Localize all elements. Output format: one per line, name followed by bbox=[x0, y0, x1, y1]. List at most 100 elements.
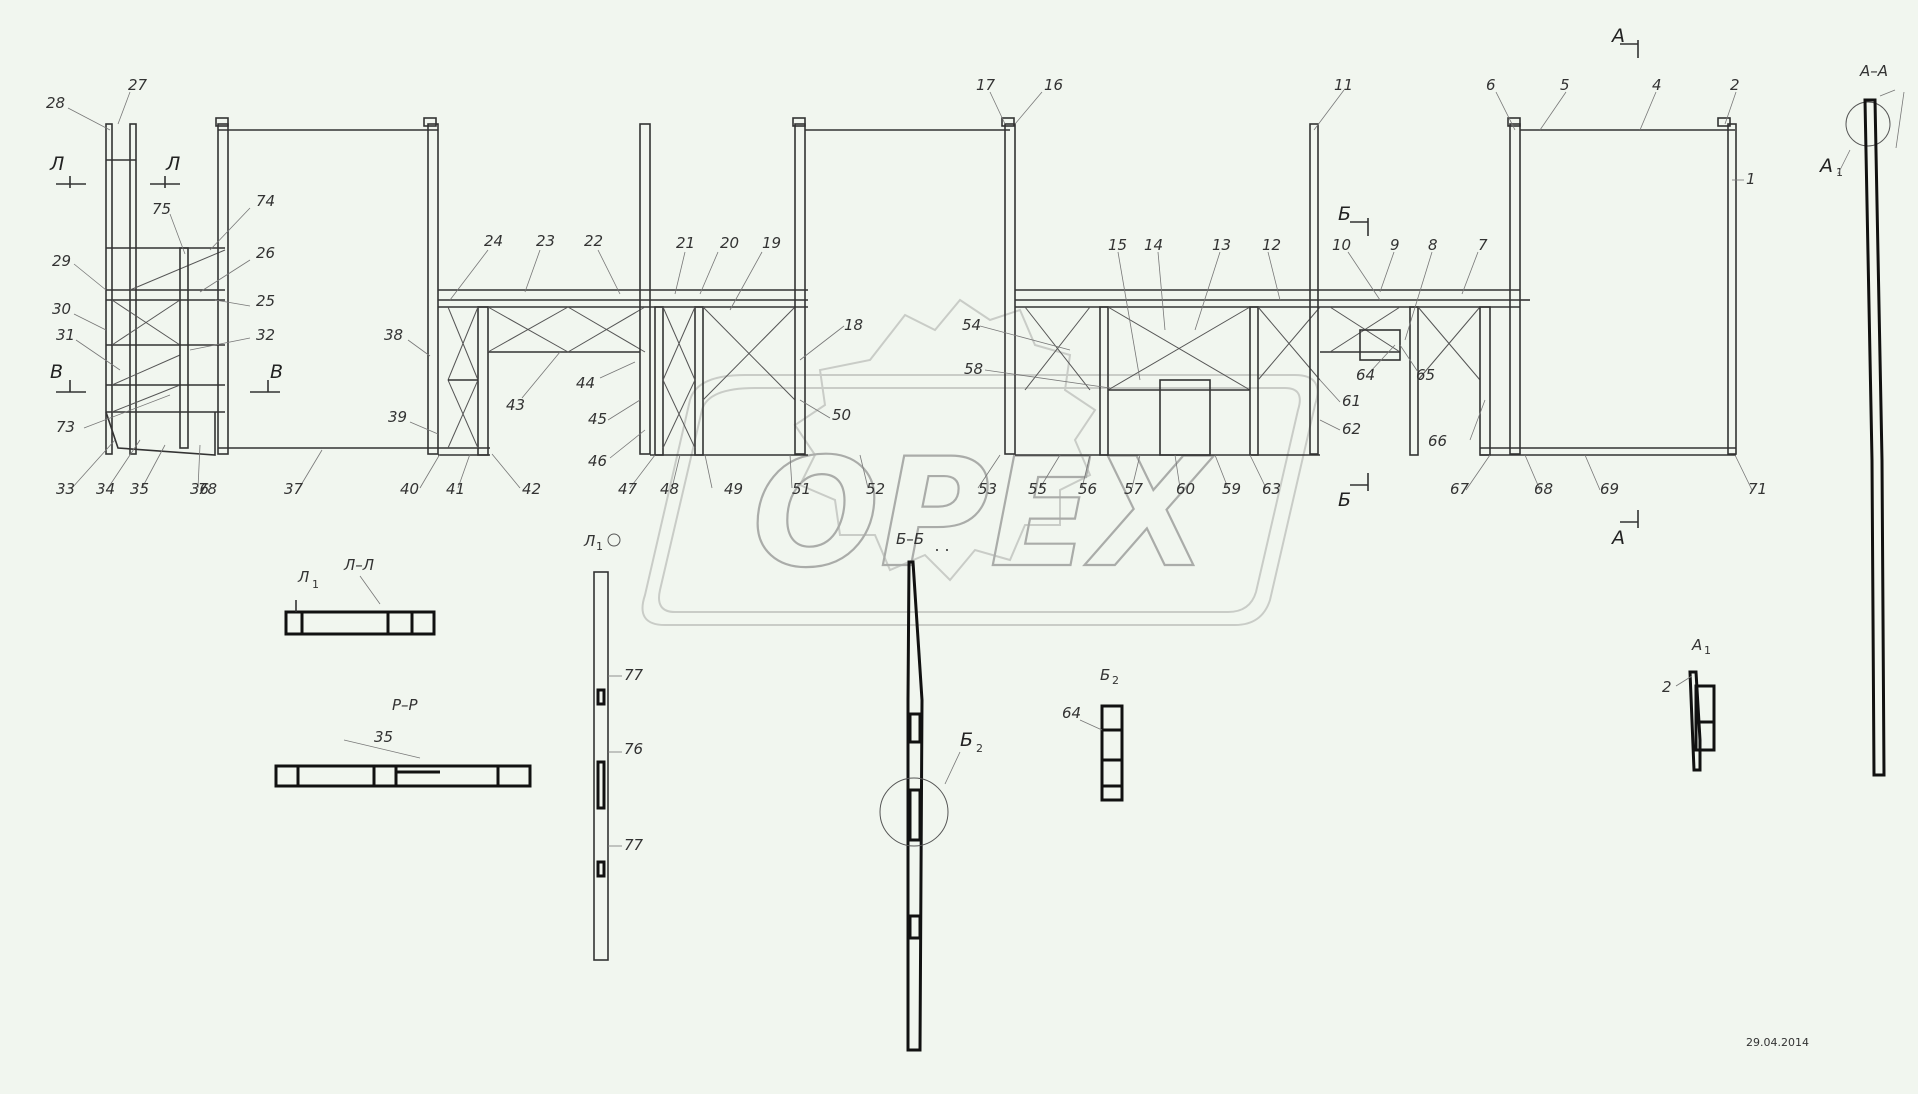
detail-a1-callout: А bbox=[1818, 155, 1833, 177]
callout-8: 8 bbox=[1428, 236, 1438, 254]
callout-55: 55 bbox=[1028, 480, 1047, 498]
section-l-l-view bbox=[284, 575, 436, 636]
callout-29: 29 bbox=[52, 252, 71, 270]
callout-35-section: 35 bbox=[374, 728, 393, 746]
callout-34: 34 bbox=[96, 480, 115, 498]
callout-64: 64 bbox=[1356, 366, 1375, 384]
section-a-top: А bbox=[1610, 25, 1625, 47]
callout-2: 2 bbox=[1730, 76, 1740, 94]
callout-49: 49 bbox=[724, 480, 743, 498]
callout-23: 23 bbox=[536, 232, 555, 250]
callout-77-upper: 77 bbox=[624, 666, 644, 684]
section-markers bbox=[56, 40, 1639, 528]
section-l-right: Л bbox=[165, 153, 180, 175]
callout-22: 22 bbox=[584, 232, 603, 250]
section-b-top: Б bbox=[1338, 203, 1351, 225]
detail-l1-ref-sub: 1 bbox=[312, 578, 319, 591]
callout-31: 31 bbox=[56, 326, 75, 344]
callout-63: 63 bbox=[1262, 480, 1281, 498]
callout-47: 47 bbox=[618, 480, 638, 498]
callout-78: 78 bbox=[198, 480, 217, 498]
callout-25: 25 bbox=[256, 292, 275, 310]
callout-48: 48 bbox=[660, 480, 679, 498]
callout-56: 56 bbox=[1078, 480, 1097, 498]
callout-13: 13 bbox=[1212, 236, 1231, 254]
callout-61: 61 bbox=[1342, 392, 1361, 410]
callout-30: 30 bbox=[52, 300, 71, 318]
callout-65: 65 bbox=[1416, 366, 1435, 384]
section-b-bottom: Б bbox=[1338, 489, 1351, 511]
detail-a1-view: 2 bbox=[1662, 670, 1716, 772]
callout-27: 27 bbox=[128, 76, 148, 94]
callout-17: 17 bbox=[976, 76, 996, 94]
detail-a1-title-sub: 1 bbox=[1704, 644, 1711, 657]
section-r-r-title: Р–Р bbox=[392, 696, 419, 714]
callout-20: 20 bbox=[720, 234, 739, 252]
watermark-badge-outer bbox=[641, 374, 1319, 626]
callouts: 28 27 75 74 29 26 30 25 31 32 73 33 34 3… bbox=[46, 76, 1767, 498]
callout-15: 15 bbox=[1108, 236, 1127, 254]
detail-a1-callout-sub: 1 bbox=[1836, 166, 1843, 179]
callout-76: 76 bbox=[624, 740, 643, 758]
callout-35: 35 bbox=[130, 480, 149, 498]
callout-45: 45 bbox=[588, 410, 607, 428]
callout-68: 68 bbox=[1534, 480, 1553, 498]
callout-62: 62 bbox=[1342, 420, 1361, 438]
detail-a1-title: А bbox=[1691, 636, 1702, 654]
callout-14: 14 bbox=[1144, 236, 1163, 254]
callout-32: 32 bbox=[256, 326, 275, 344]
callout-64-detail: 64 bbox=[1062, 704, 1081, 722]
callout-77-lower: 77 bbox=[624, 836, 644, 854]
callout-16: 16 bbox=[1044, 76, 1063, 94]
watermark-badge-inner bbox=[658, 387, 1301, 613]
frame-elevation bbox=[105, 117, 1737, 456]
callout-37: 37 bbox=[284, 480, 304, 498]
callout-46: 46 bbox=[588, 452, 607, 470]
detail-b2-title: Б bbox=[1100, 666, 1110, 684]
callout-59: 59 bbox=[1222, 480, 1241, 498]
callout-6: 6 bbox=[1486, 76, 1496, 94]
callout-74: 74 bbox=[256, 192, 275, 210]
detail-l1-ref: Л bbox=[297, 568, 309, 586]
callout-51: 51 bbox=[792, 480, 811, 498]
callout-52: 52 bbox=[866, 480, 885, 498]
callout-69: 69 bbox=[1600, 480, 1619, 498]
callout-53: 53 bbox=[978, 480, 997, 498]
callout-19: 19 bbox=[762, 234, 781, 252]
section-a-bottom: А bbox=[1610, 527, 1625, 549]
callout-4: 4 bbox=[1652, 76, 1662, 94]
callout-10: 10 bbox=[1332, 236, 1351, 254]
callout-12: 12 bbox=[1262, 236, 1281, 254]
callout-75: 75 bbox=[152, 200, 171, 218]
callout-43: 43 bbox=[506, 396, 525, 414]
callout-28: 28 bbox=[46, 94, 65, 112]
callout-54: 54 bbox=[962, 316, 981, 334]
callout-24: 24 bbox=[484, 232, 503, 250]
callout-11: 11 bbox=[1334, 76, 1353, 94]
callout-39: 39 bbox=[388, 408, 407, 426]
section-l-l-title: Л–Л bbox=[343, 556, 374, 574]
callout-33: 33 bbox=[56, 480, 75, 498]
section-l-left: Л bbox=[49, 153, 64, 175]
callout-57: 57 bbox=[1124, 480, 1144, 498]
callout-44: 44 bbox=[576, 374, 595, 392]
section-a-a-view bbox=[1837, 89, 1905, 777]
callout-1: 1 bbox=[1746, 170, 1756, 188]
callout-38: 38 bbox=[384, 326, 403, 344]
callout-50: 50 bbox=[832, 406, 851, 424]
callout-66: 66 bbox=[1428, 432, 1447, 450]
callout-60: 60 bbox=[1176, 480, 1195, 498]
callout-36: 36 bbox=[190, 480, 209, 498]
callout-5: 5 bbox=[1560, 76, 1570, 94]
callout-2-detail: 2 bbox=[1662, 678, 1672, 696]
section-b-b-title: Б–Б bbox=[896, 530, 924, 548]
date-stamp: 29.04.2014 bbox=[1746, 1036, 1809, 1049]
detail-b2-callout: Б bbox=[960, 729, 973, 751]
detail-l1-title-sub: 1 bbox=[596, 540, 603, 553]
callout-58: 58 bbox=[964, 360, 983, 378]
section-b-b-view bbox=[879, 549, 961, 1052]
detail-l1-view: 77 76 77 bbox=[593, 533, 644, 961]
callout-21: 21 bbox=[676, 234, 695, 252]
detail-l1-title: Л bbox=[583, 532, 595, 550]
